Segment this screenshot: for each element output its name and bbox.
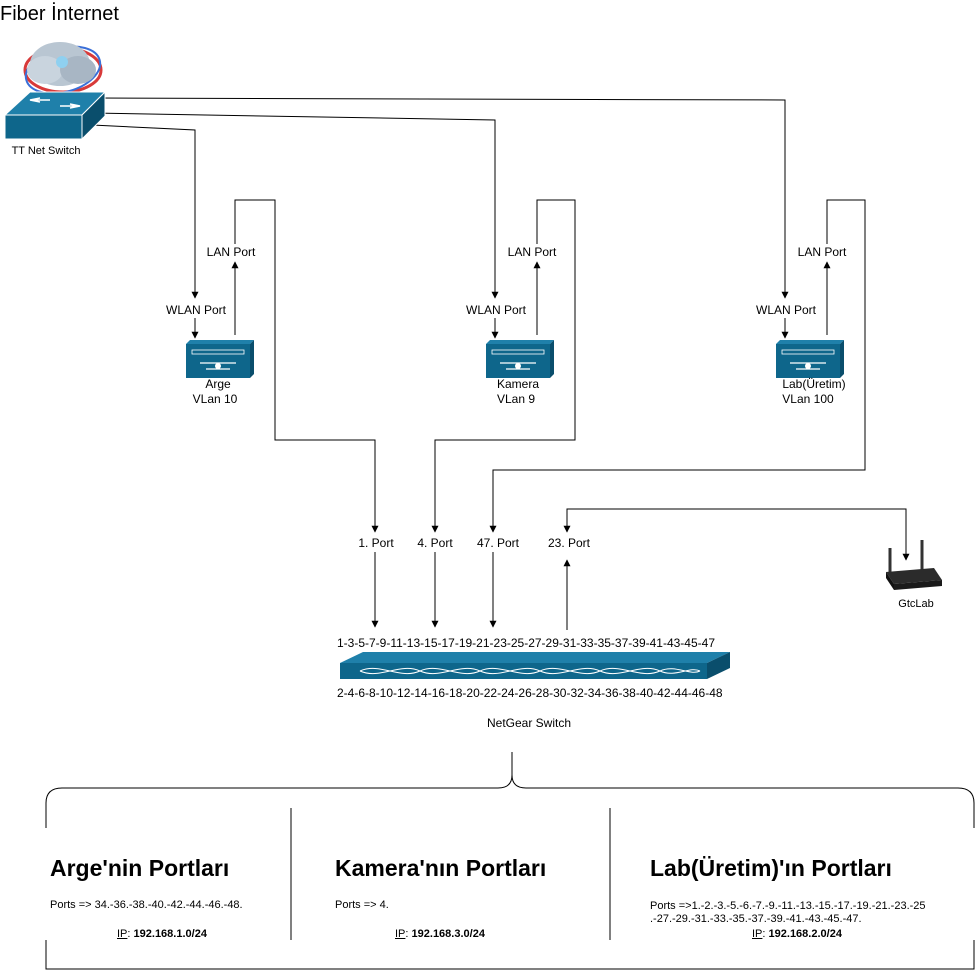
lab-vlan-label: VLan 100 [782, 392, 834, 406]
port-4-label: 4. Port [417, 536, 453, 550]
wire-lab-lan-to-port47 [489, 199, 866, 533]
lab-wlan-label: WLAN Port [755, 303, 817, 317]
ip-key: IP [752, 928, 763, 940]
kamera-vlan-label: VLan 9 [496, 392, 536, 406]
netgear-label: NetGear Switch [486, 716, 572, 730]
netgear-switch-icon [340, 652, 730, 679]
section-kamera-ports: Ports => 4. [335, 899, 389, 911]
wire-arge-lan-to-port1 [234, 199, 379, 533]
netgear-odd-ports: 1-3-5-7-9-11-13-15-17-19-21-23-25-27-29-… [337, 636, 715, 650]
router-icon [186, 340, 254, 378]
section-lab-ip: IP: 192.168.2.0/24 [752, 928, 842, 940]
wire-tt-to-lab-wlan [94, 97, 789, 299]
switch-icon [3, 90, 107, 141]
kamera-lan-label: LAN Port [507, 245, 557, 259]
ip-value: 192.168.3.0/24 [411, 928, 485, 940]
netgear-even-ports: 2-4-6-8-10-12-14-16-18-20-22-24-26-28-30… [337, 686, 723, 700]
gtclab-label: GtcLab [898, 598, 934, 610]
kamera-router-name: Kamera [496, 377, 540, 391]
ip-value: 192.168.2.0/24 [768, 928, 842, 940]
arge-lan-label: LAN Port [206, 245, 256, 259]
section-kamera-ip: IP: 192.168.3.0/24 [395, 928, 485, 940]
kamera-wlan-label: WLAN Port [465, 303, 527, 317]
arge-router-name: Arge [205, 377, 231, 391]
section-arge-ip: IP: 192.168.1.0/24 [117, 928, 207, 940]
arge-vlan-label: VLan 10 [192, 392, 238, 406]
section-arge-ports: Ports => 34.-36.-38.-40.-42.-44.-46.-48. [50, 899, 243, 911]
section-lab-ports-line2: .-27.-29.-31.-33.-35.-37.-39.-41.-43.-45… [650, 913, 862, 925]
ip-key: IP [395, 928, 406, 940]
wire-kamera-lan-to-port4 [431, 199, 576, 533]
ip-key: IP [117, 928, 128, 940]
port-23-label: 23. Port [547, 536, 591, 550]
wire-tt-to-arge-wlan [91, 124, 199, 299]
section-lab-ports-line1: Ports =>1.-2.-3.-5.-6.-7.-9.-11.-13.-15.… [650, 900, 926, 912]
bottom-brace [45, 752, 513, 828]
router-icon [776, 340, 844, 378]
port-47-label: 47. Port [476, 536, 520, 550]
section-arge-title: Arge'nin Portları [50, 855, 230, 881]
diagram-title: Fiber İnternet [0, 3, 119, 25]
port-1-label: 1. Port [358, 536, 394, 550]
wire-port23-to-gtclab [563, 508, 910, 561]
section-kamera-title: Kamera'nın Portları [335, 855, 547, 881]
wireless-router-icon [886, 540, 942, 590]
ip-value: 192.168.1.0/24 [133, 928, 207, 940]
wire-tt-to-kamera-wlan [91, 112, 499, 299]
cloud-icon [23, 42, 103, 95]
tt-switch-label: TT Net Switch [11, 145, 81, 157]
bottom-frame [45, 940, 975, 970]
arge-wlan-label: WLAN Port [165, 303, 227, 317]
router-icon [486, 340, 554, 378]
lab-router-name: Lab(Üretim) [782, 377, 846, 391]
section-lab-title: Lab(Üretim)'ın Portları [650, 855, 892, 881]
lab-lan-label: LAN Port [797, 245, 847, 259]
